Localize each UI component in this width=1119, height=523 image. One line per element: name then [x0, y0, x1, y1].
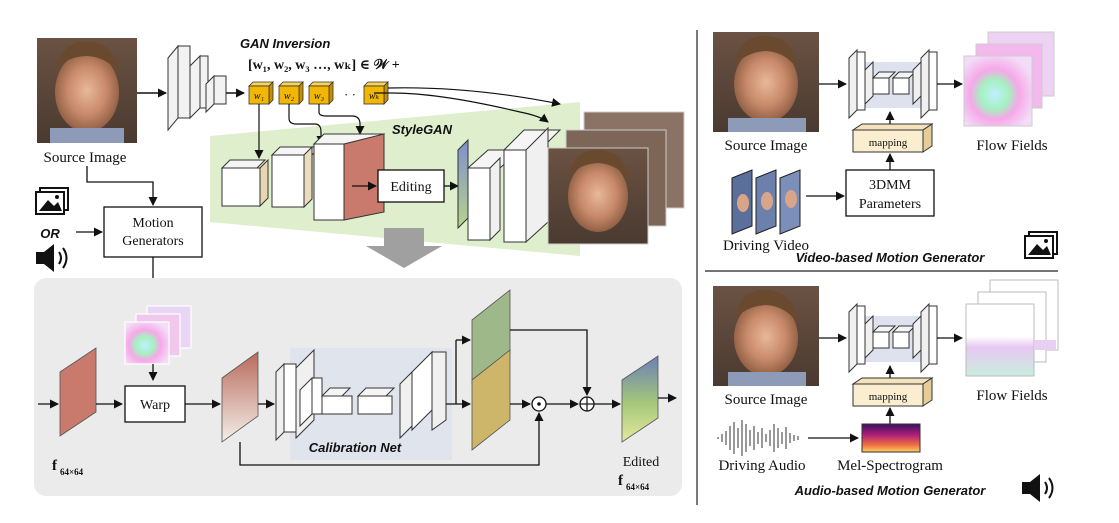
video-image-icon	[1024, 231, 1058, 259]
source-image	[37, 38, 137, 143]
motion-generators-box	[103, 206, 203, 258]
mel-label: Mel-Spectrogram	[837, 458, 943, 474]
audio-flow-fields	[965, 279, 1059, 377]
driving-video-frames	[731, 169, 801, 235]
feature-map-warped	[221, 351, 259, 443]
chip-label: wₖ	[369, 91, 380, 102]
latent-chip: w₁	[248, 81, 274, 105]
editing-label: Editing	[390, 180, 431, 195]
motion-generators-line2: Generators	[122, 234, 183, 249]
video-params-line1: 3DMM	[869, 178, 912, 193]
skip-connection	[239, 412, 544, 466]
feature-map-yellow	[471, 349, 511, 451]
chip-ellipsis: · ·	[344, 87, 356, 102]
audio-flow-label: Flow Fields	[976, 388, 1047, 404]
f-subscript: 64×64	[60, 467, 84, 477]
video-source-image	[713, 32, 819, 132]
stylegan-output-faces	[547, 111, 685, 245]
feature-map-input	[59, 347, 97, 437]
audio-waveform	[717, 420, 799, 456]
motion-generators-line1: Motion	[132, 216, 173, 231]
audio-panel-title: Audio-based Motion Generator	[794, 483, 987, 498]
edited-f-label: f	[618, 473, 624, 489]
video-3dmm-box	[845, 169, 935, 217]
source-label: Source Image	[44, 150, 127, 166]
warp-label: Warp	[140, 398, 170, 413]
latent-injection-lines	[254, 87, 561, 159]
audio-mapping-label: mapping	[869, 391, 908, 403]
speaker-icon	[36, 244, 68, 272]
stylegan-output-blocks	[457, 126, 562, 244]
video-params-line2: Parameters	[859, 197, 921, 212]
chip-label: w₃	[314, 91, 325, 102]
gan-inversion-title: GAN Inversion	[240, 36, 330, 51]
flow-field-stack	[124, 305, 192, 365]
audio-speaker-icon	[1022, 474, 1054, 502]
arrow-source-motion	[86, 166, 158, 206]
calibration-label: Calibration Net	[309, 440, 402, 455]
chip-label: w₁	[254, 91, 264, 102]
driving-video-label: Driving Video	[723, 238, 809, 254]
or-label: OR	[40, 226, 60, 241]
latent-chip: w₃	[308, 81, 334, 105]
image-icon	[35, 187, 69, 215]
driving-audio-label: Driving Audio	[718, 458, 805, 474]
stylegan-title: StyleGAN	[392, 122, 453, 137]
video-panel-title: Video-based Motion Generator	[796, 250, 986, 265]
feature-map-edited	[621, 355, 659, 443]
video-generator	[848, 48, 938, 120]
video-flow-label: Flow Fields	[976, 138, 1047, 154]
arrow-green-oplus	[510, 329, 592, 396]
audio-generator	[848, 302, 938, 374]
big-down-arrow	[366, 228, 442, 268]
calibration-net-blocks	[275, 348, 447, 442]
video-mapping-box	[851, 123, 934, 153]
w-vector-formula: [w₁, w₂, w₃ …, wₖ] ∈ 𝒲 +	[248, 57, 400, 73]
mel-spectrogram-image	[861, 423, 921, 453]
f-label: f	[52, 458, 58, 474]
stylegan-blocks	[220, 133, 386, 221]
editing-box	[377, 169, 445, 203]
video-mapping-label: mapping	[869, 137, 908, 149]
video-flow-fields	[963, 31, 1055, 127]
chip-label: w₂	[284, 91, 295, 102]
latent-chip: w₂	[278, 81, 304, 105]
audio-mapping-box	[851, 377, 934, 407]
video-source-label: Source Image	[725, 138, 808, 154]
latent-chips: w₁ w₂ w₃ · · wₖ	[248, 81, 389, 105]
latent-chip: wₖ	[363, 81, 389, 105]
audio-source-image	[713, 286, 819, 386]
inversion-encoder	[167, 44, 227, 132]
edited-label: Edited	[623, 455, 660, 470]
audio-source-label: Source Image	[725, 392, 808, 408]
edited-f-subscript: 64×64	[626, 482, 650, 492]
